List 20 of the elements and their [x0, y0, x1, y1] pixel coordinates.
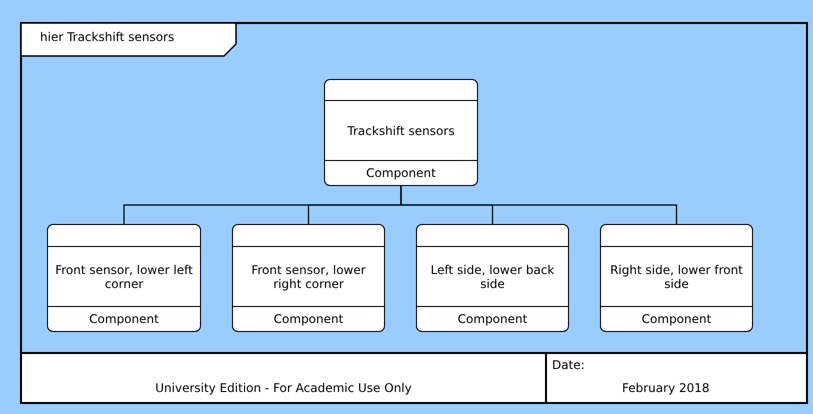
- component-name: Left side, lower back side: [430, 262, 556, 290]
- date-label: Date:: [552, 358, 585, 372]
- component-name: Front sensor, lower left corner: [54, 262, 194, 290]
- component-name: Trackshift sensors: [347, 124, 455, 138]
- component-name: Front sensor, lower right corner: [250, 262, 367, 290]
- component-type: Component: [366, 166, 436, 180]
- date-value: February 2018: [622, 381, 710, 395]
- component-box: [416, 224, 569, 332]
- connector-line: [400, 186, 678, 224]
- component-box: [600, 224, 753, 332]
- component-type: Component: [274, 312, 344, 326]
- component-type: Component: [458, 312, 528, 326]
- component-type: Component: [89, 312, 159, 326]
- component-box: [324, 79, 478, 186]
- component-box: [232, 224, 385, 332]
- component-name: Right side, lower front side: [609, 262, 744, 290]
- component-type: Component: [642, 312, 712, 326]
- diagram-title: hier Trackshift sensors: [40, 30, 174, 44]
- component-box: [47, 224, 201, 332]
- edition-note: University Edition - For Academic Use Only: [154, 381, 413, 395]
